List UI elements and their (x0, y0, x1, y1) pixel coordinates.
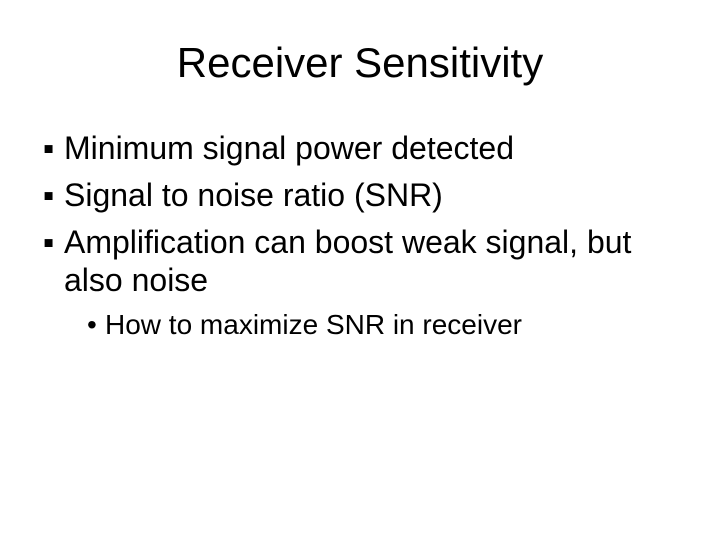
bullet-item: ▪ Signal to noise ratio (SNR) (0, 176, 670, 214)
bullet-text: How to maximize SNR in receiver (105, 309, 522, 340)
bullet-text: Amplification can boost weak signal, but… (64, 224, 632, 298)
slide-title: Receiver Sensitivity (176, 39, 544, 86)
bullet-item: ▪ Minimum signal power detected (0, 129, 670, 167)
bullet-text: Signal to noise ratio (SNR) (64, 177, 443, 213)
black-square-bullet-icon: ▪ (43, 130, 55, 166)
round-dot-bullet-icon: • (87, 309, 97, 340)
black-square-bullet-icon: ▪ (43, 177, 55, 213)
bullet-text: Minimum signal power detected (64, 130, 514, 166)
black-square-bullet-icon: ▪ (43, 224, 55, 260)
sub-bullet-item: • How to maximize SNR in receiver (0, 308, 670, 342)
bullet-item: ▪ Amplification can boost weak signal, b… (0, 223, 670, 299)
slide-body: ▪ Minimum signal power detected ▪ Signal… (0, 129, 720, 342)
